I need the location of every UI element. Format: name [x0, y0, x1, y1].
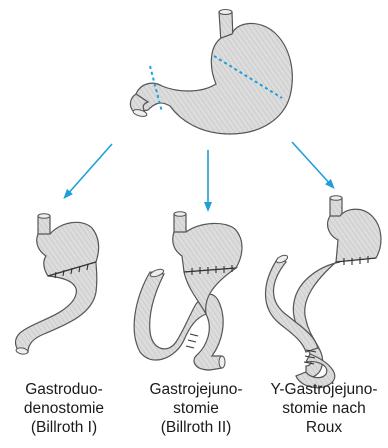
billroth-1-esophagus: [38, 216, 50, 236]
caption-billroth-1-line-2: denostomie: [4, 399, 124, 418]
roux-y-illustration: [266, 196, 381, 388]
arrow-to-billroth-1: [66, 144, 112, 196]
caption-billroth-1-line-1: Gastroduo-: [4, 380, 124, 399]
caption-billroth-1: Gastroduo- denostomie (Billroth I): [4, 380, 124, 437]
stomach-original: [130, 10, 292, 135]
caption-roux-y-line-2: stomie nach: [264, 399, 384, 418]
billroth-1-duodenum: [16, 262, 97, 352]
caption-billroth-1-line-3: (Billroth I): [4, 418, 124, 437]
roux-y-stomach-remnant: [328, 209, 381, 262]
caption-billroth-2-line-3: (Billroth II): [136, 418, 256, 437]
billroth-2-illustration: [134, 212, 242, 370]
billroth-1-illustration: [16, 214, 99, 355]
caption-billroth-2-line-2: stomie: [136, 399, 256, 418]
caption-roux-y-line-1: Y-Gastrojejuno-: [264, 380, 384, 399]
stomach-body: [135, 23, 292, 134]
arrow-to-roux-y: [292, 142, 332, 186]
caption-roux-y: Y-Gastrojejuno- stomie nach Roux: [264, 380, 384, 437]
caption-billroth-2: Gastrojejuno- stomie (Billroth II): [136, 380, 256, 437]
caption-roux-y-line-3: Roux: [264, 418, 384, 437]
roux-y-duodenal-limb: [266, 258, 319, 352]
caption-billroth-2-line-1: Gastrojejuno-: [136, 380, 256, 399]
billroth-2-esophagus: [174, 214, 186, 234]
